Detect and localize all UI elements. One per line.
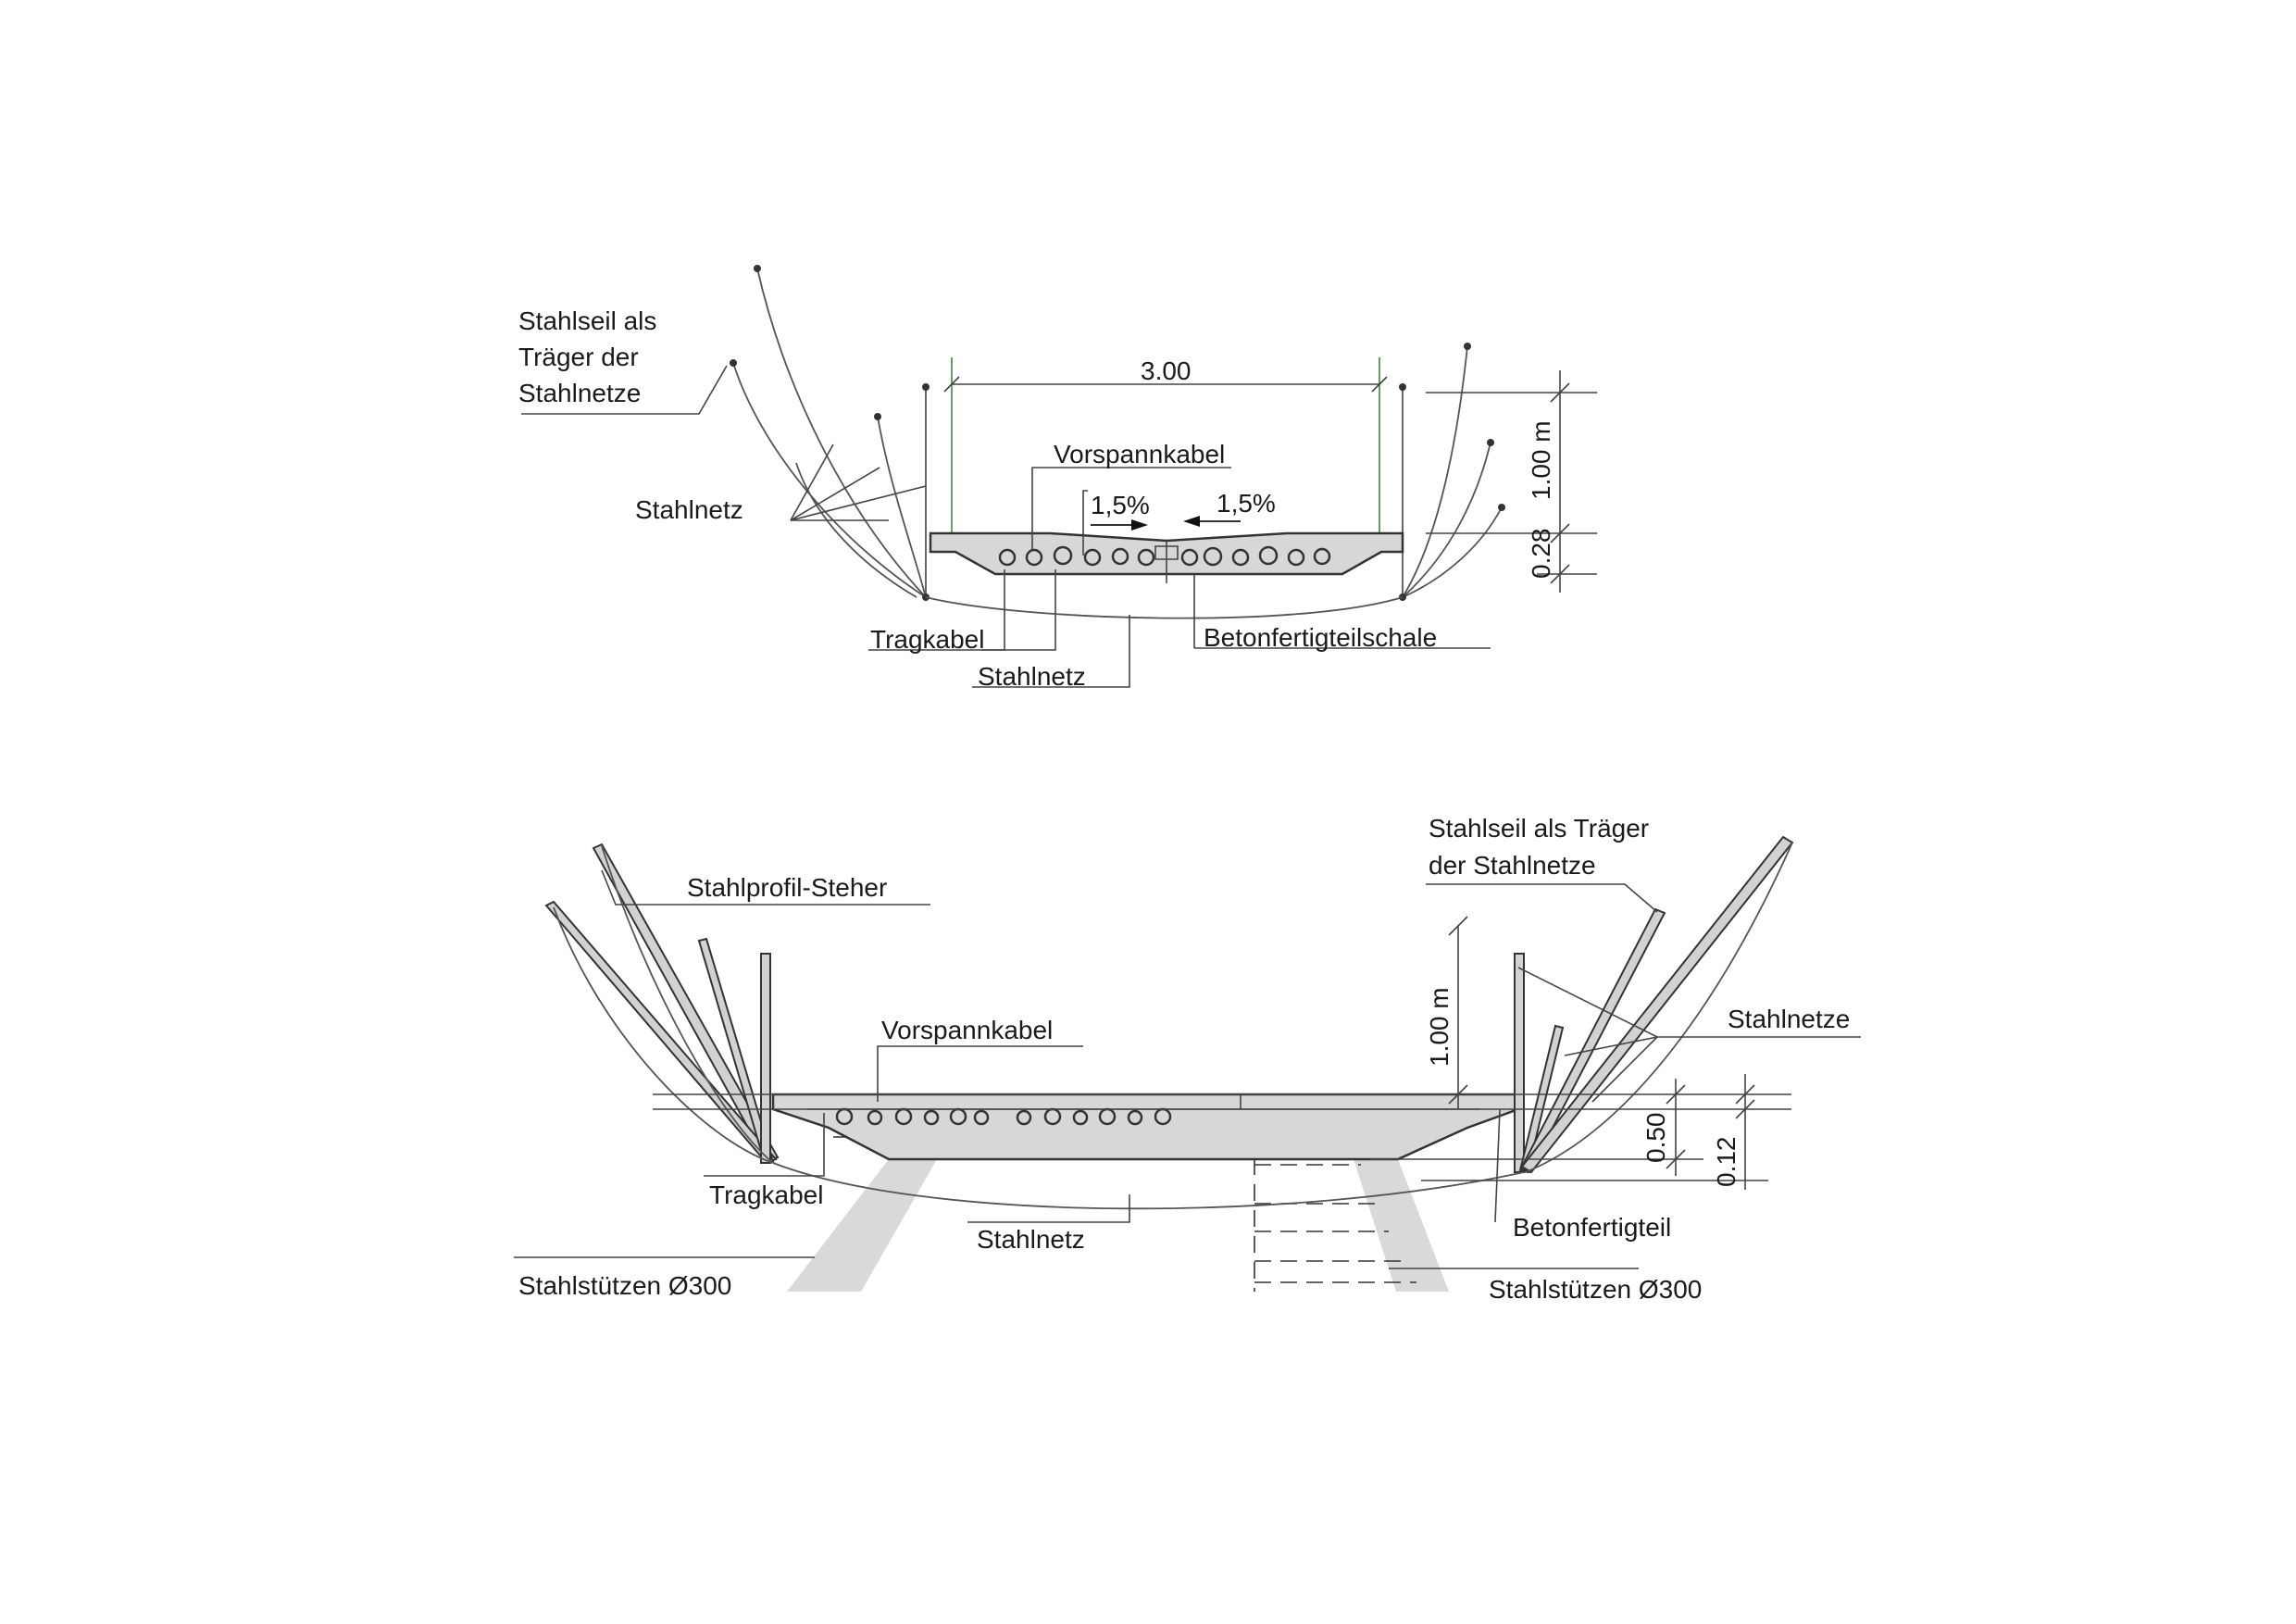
bottom-label-vorspannkabel: Vorspannkabel [881,1016,1053,1044]
bottom-leaders [514,869,1861,1269]
top-label-stahlseil-2: Träger der [518,343,639,371]
top-dim-height: 1.00 m [1527,420,1555,500]
bottom-label-stahlstuetzen-left: Stahlstützen Ø300 [518,1271,731,1300]
top-label-stahlnetz-bottom: Stahlnetz [978,662,1086,691]
bottom-dim-depth-a: 0.50 [1641,1113,1670,1164]
top-label-slope-left: 1,5% [1091,491,1150,519]
top-right-net-cables [1399,343,1505,601]
bottom-label-stahlnetz: Stahlnetz [977,1225,1085,1254]
bottom-left-posts [544,843,780,1165]
top-bottom-net [925,596,1404,619]
top-label-vorspannkabel: Vorspannkabel [1054,440,1225,468]
bottom-label-stahlstuetzen-right: Stahlstützen Ø300 [1489,1275,1702,1304]
top-label-betonfertigteilschale: Betonfertigteilschale [1204,623,1437,652]
top-leaders [521,365,1491,688]
bottom-construction-lines [653,1093,1791,1181]
top-label-tragkabel: Tragkabel [870,625,984,654]
bottom-deck-slab [771,1093,1520,1161]
bottom-right-posts [1514,835,1794,1174]
bottom-column-left [787,1159,937,1292]
bottom-dim-height: 1.00 m [1425,987,1454,1067]
top-width-dimension [943,376,1388,393]
top-left-net-cables [730,265,930,601]
bottom-label-stahlseil-2: der Stahlnetze [1429,851,1596,880]
top-label-slope-right: 1,5% [1217,489,1276,518]
bottom-net [772,1162,1525,1210]
top-height-dimension [1426,370,1597,593]
top-cross-section: Stahlseil als Träger der Stahlnetze Stah… [518,265,1597,691]
bottom-label-betonfertigteil: Betonfertigteil [1513,1213,1671,1242]
bottom-label-stahlseil-1: Stahlseil als Träger [1429,814,1649,843]
bottom-label-stahlprofil-steher: Stahlprofil-Steher [687,873,887,902]
top-label-stahlnetz-left: Stahlnetz [635,495,743,524]
bottom-dimensions [1448,916,1755,1190]
bottom-dim-depth-b: 0.12 [1712,1137,1741,1188]
bottom-label-tragkabel: Tragkabel [709,1181,823,1209]
top-label-stahlseil-3: Stahlnetze [518,379,641,407]
bottom-cross-section: Stahlprofil-Steher Stahlseil als Träger … [514,814,1861,1304]
top-slope-arrows [1091,516,1241,531]
top-label-stahlseil-1: Stahlseil als [518,306,656,335]
top-dim-width: 3.00 [1141,356,1192,385]
bottom-column-right [1354,1159,1449,1292]
top-ducts [998,545,1331,567]
top-dim-depth: 0.28 [1527,529,1555,580]
bottom-label-stahlnetze: Stahlnetze [1728,1005,1850,1033]
